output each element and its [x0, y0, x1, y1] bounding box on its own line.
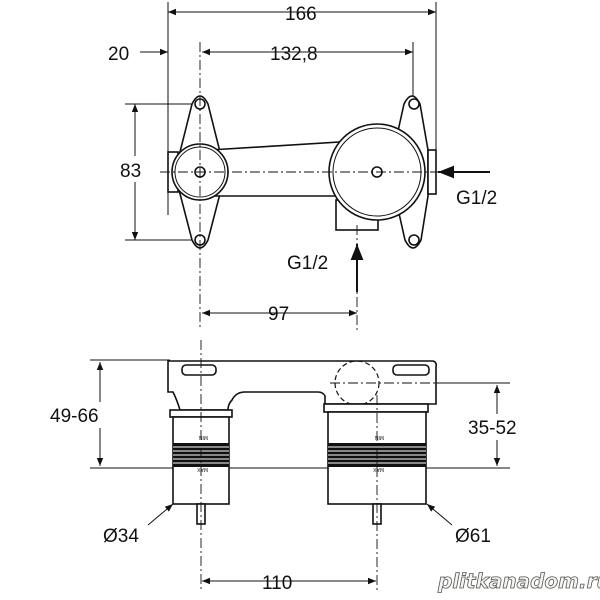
side-view: MIN MAX MIN MAX 49-66 35-52 Ø34 Ø61 110 — [48, 340, 532, 594]
min-label-right: MIN — [374, 434, 384, 440]
top-view: 166 20 132,8 83 G1/2 G1/2 97 — [108, 2, 497, 330]
inlet-bottom-label: G1/2 — [287, 253, 328, 274]
min-label-left: MIN — [198, 434, 208, 440]
dim-offset: 20 — [108, 44, 129, 65]
dim-right-diameter: Ø61 — [455, 526, 491, 547]
dim-hole-spacing: 132,8 — [270, 44, 318, 65]
dim-left-depth: 49-66 — [50, 406, 99, 427]
dim-right-depth: 35-52 — [468, 418, 517, 439]
valve-body — [167, 360, 437, 411]
dim-bottom-spacing: 110 — [262, 573, 292, 594]
max-label-left: MAX — [197, 466, 209, 472]
connecting-arm — [209, 141, 341, 197]
dim-center-spacing: 97 — [268, 304, 289, 325]
max-label-right: MAX — [373, 466, 385, 472]
watermark: plitkanadom.ru — [437, 569, 600, 593]
mounting-hole — [408, 234, 420, 246]
dim-total-width: 166 — [285, 4, 317, 25]
mounting-hole — [408, 98, 420, 110]
dim-left-diameter: Ø34 — [103, 526, 139, 547]
inlet-side-label: G1/2 — [456, 188, 497, 209]
dim-hole-height: 83 — [120, 161, 141, 182]
